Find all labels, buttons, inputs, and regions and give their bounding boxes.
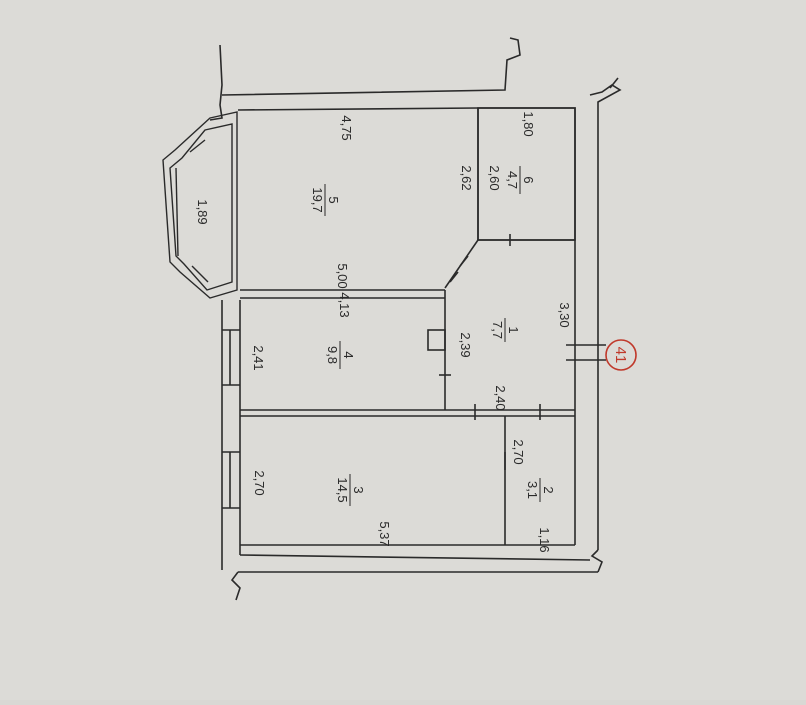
- room-2-area: 3,1: [525, 481, 540, 499]
- dim-2-40: 2,40: [493, 385, 508, 410]
- interior-walls: [240, 107, 576, 546]
- dim-4-75: 4,75: [339, 115, 354, 140]
- dim-2-39: 2,39: [458, 332, 473, 357]
- dim-4-13: 4,13: [337, 292, 352, 317]
- dim-1-16: 1,16: [537, 527, 552, 552]
- apartment-number: 41: [612, 347, 629, 364]
- room-1-number: 1: [506, 326, 521, 333]
- dim-5-37: 5,37: [377, 521, 392, 546]
- dim-1-80: 1,80: [521, 111, 536, 136]
- room-3-area: 14,5: [335, 477, 350, 502]
- room-6-number: 6: [521, 176, 536, 183]
- room-4-area: 9,8: [325, 346, 340, 364]
- dim-2-60: 2,60: [487, 165, 502, 190]
- dimension-labels: 4,75 1,80 1,89 2,62 2,60 5,00 4,13 2,41 …: [195, 111, 572, 552]
- niche-box: [427, 329, 446, 351]
- bay-window: [162, 111, 238, 299]
- room-6-area: 4,7: [505, 171, 520, 189]
- bay-window-mid: [169, 123, 233, 291]
- wall-right-outer: [589, 84, 622, 550]
- room-1-area: 7,7: [490, 321, 505, 339]
- opening-marks: [222, 234, 606, 509]
- bay-window-sash-bottom: [191, 265, 209, 283]
- break-line-bottom-right: [590, 549, 603, 573]
- bay-window-sash-mid: [175, 167, 179, 257]
- dim-2-70-left: 2,70: [252, 470, 267, 495]
- room-4-label: 4 9,8: [325, 341, 356, 369]
- dim-2-70-right: 2,70: [511, 439, 526, 464]
- door-tick-diagonal-b: [449, 271, 459, 283]
- dim-3-30: 3,30: [557, 302, 572, 327]
- dim-2-62: 2,62: [459, 165, 474, 190]
- bay-window-outer: [162, 111, 238, 299]
- room-5-number: 5: [326, 196, 341, 203]
- wall-top-outer: [221, 37, 521, 96]
- badge-circle: [605, 339, 637, 371]
- room-3-number: 3: [351, 486, 366, 493]
- break-line-bottom-left: [230, 571, 241, 601]
- apartment-number-badge: 41: [605, 339, 637, 371]
- dim-1-89: 1,89: [195, 199, 210, 224]
- wall-bottom-inner: [239, 554, 591, 561]
- bay-window-sash-top: [189, 139, 206, 153]
- break-line-top-right: [609, 77, 619, 89]
- dim-2-41: 2,41: [251, 345, 266, 370]
- door-tick-diagonal-a: [459, 255, 469, 267]
- room-6-label: 6 4,7: [505, 166, 536, 194]
- dim-5-00: 5,00: [335, 263, 350, 288]
- break-line-top-left: [209, 44, 223, 121]
- room-5-label: 5 19,7: [310, 184, 341, 216]
- room-1-label: 1 7,7: [490, 318, 521, 342]
- room-2-number: 2: [541, 486, 556, 493]
- wall-top-inner: [237, 107, 479, 111]
- room-4-number: 4: [341, 351, 356, 358]
- room-3-label: 3 14,5: [335, 474, 366, 506]
- room-5-area: 19,7: [310, 187, 325, 212]
- room-2-label: 2 3,1: [525, 478, 556, 502]
